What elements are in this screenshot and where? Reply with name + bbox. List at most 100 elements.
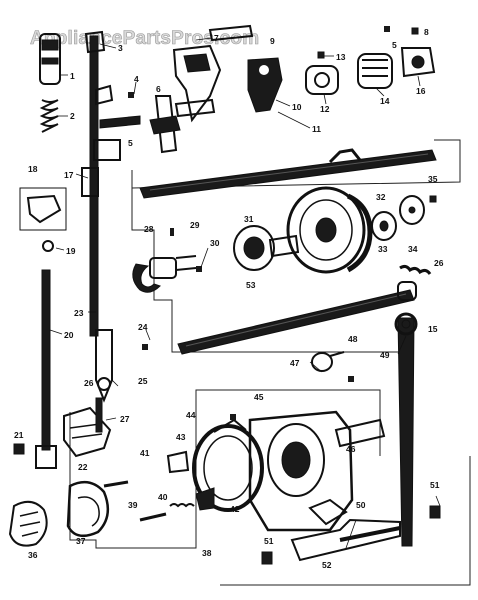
callout-32: 32 [376, 192, 386, 202]
part-29-hook [132, 263, 161, 293]
part-43-ring [192, 424, 264, 512]
callout-1: 1 [70, 71, 75, 81]
callout-33: 33 [378, 244, 388, 254]
part-26-spring [399, 264, 432, 275]
part-14-gear [357, 53, 393, 89]
leader-lines [49, 37, 441, 549]
part-39-screw [103, 480, 129, 488]
part-49-rod [397, 317, 415, 547]
callout-38: 38 [202, 548, 212, 558]
hook-assembly-frame [131, 188, 400, 353]
callout-44: 44 [186, 410, 196, 420]
part-20-presser-bar [41, 269, 51, 451]
callout-7: 7 [214, 33, 219, 43]
callout-6: 6 [156, 84, 161, 94]
part-9-bushing [247, 57, 283, 113]
callout-37: 37 [76, 536, 86, 546]
callout-31: 31 [244, 214, 254, 224]
callout-45: 45 [254, 392, 264, 402]
part-47-bushing [311, 352, 333, 372]
part-33-washer [371, 211, 397, 241]
lower-shaft-group [177, 289, 415, 355]
callout-43: 43 [176, 432, 186, 442]
callout-20: 20 [64, 330, 74, 340]
crank-links-group [149, 24, 254, 154]
hook-drive-group [132, 186, 437, 293]
callout-3: 3 [118, 43, 123, 53]
part-34-disc [399, 195, 425, 225]
part-7-crank [172, 44, 222, 123]
callout-42: 42 [230, 504, 240, 514]
part-40-spring [169, 503, 195, 508]
part-22-presser-foot [63, 406, 112, 458]
part-36-bobbin [8, 500, 48, 547]
presser-foot-group [13, 397, 112, 458]
callout-51a: 51 [430, 480, 440, 490]
callout-9: 9 [270, 36, 275, 46]
upper-shaft-group [139, 148, 437, 199]
callout-10: 10 [292, 102, 302, 112]
callout-28: 28 [144, 224, 154, 234]
callout-labels: 1 2 3 4 5 5 6 7 8 9 10 11 12 13 14 15 16… [14, 27, 444, 570]
callout-8: 8 [424, 27, 429, 37]
callout-24: 24 [138, 322, 148, 332]
callout-21: 21 [14, 430, 24, 440]
part-12-collar [305, 65, 339, 95]
callout-48: 48 [348, 334, 358, 344]
callout-50: 50 [356, 500, 366, 510]
feed-bar-group [261, 498, 441, 565]
needle-bar-top [19, 33, 67, 469]
callout-36: 36 [28, 550, 38, 560]
callout-46: 46 [346, 444, 356, 454]
bobbin-case-group [8, 410, 386, 547]
part-16-cam [400, 47, 436, 78]
callout-25: 25 [138, 376, 148, 386]
top-right-frame [131, 139, 461, 189]
part-32-pulley [286, 186, 366, 274]
part-18-clamp [19, 187, 67, 231]
callout-19: 19 [66, 246, 76, 256]
callout-13: 13 [336, 52, 346, 62]
callout-5a: 5 [128, 138, 133, 148]
callout-18: 18 [28, 164, 38, 174]
callout-51b: 51 [264, 536, 274, 546]
callout-53: 53 [246, 280, 256, 290]
part-37-bobbin-case [66, 480, 110, 538]
callout-4: 4 [134, 74, 139, 84]
callout-47: 47 [290, 358, 300, 368]
upper-shaft-crank [328, 148, 362, 164]
callout-30: 30 [210, 238, 220, 248]
right-side-group [311, 264, 432, 547]
callout-34: 34 [408, 244, 418, 254]
callout-26a: 26 [84, 378, 94, 388]
callout-27: 27 [120, 414, 130, 424]
callout-39: 39 [128, 500, 138, 510]
callout-16: 16 [416, 86, 426, 96]
part-1-bushing [39, 33, 61, 85]
part-53-gear [233, 225, 275, 271]
bobbin-case-frame [69, 389, 381, 549]
callout-12: 12 [320, 104, 330, 114]
callout-23: 23 [74, 308, 84, 318]
upper-shaft-parts [247, 27, 436, 113]
callout-15: 15 [428, 324, 438, 334]
callout-52: 52 [322, 560, 332, 570]
part-21-screw [13, 443, 25, 455]
callout-11: 11 [312, 124, 321, 134]
part-3-lever [89, 35, 99, 337]
take-up-lever-group [81, 30, 141, 403]
part-17-guide [81, 167, 99, 197]
feed-bar-frame [220, 456, 471, 586]
small-screws [128, 26, 390, 420]
callout-49: 49 [380, 350, 390, 360]
callout-2: 2 [70, 111, 75, 121]
callout-5b: 5 [392, 40, 397, 50]
callout-40: 40 [158, 492, 168, 502]
callout-17: 17 [64, 170, 74, 180]
callout-35: 35 [428, 174, 438, 184]
callout-26b: 26 [434, 258, 444, 268]
callout-14: 14 [380, 96, 390, 106]
part-19-screw [42, 240, 54, 252]
